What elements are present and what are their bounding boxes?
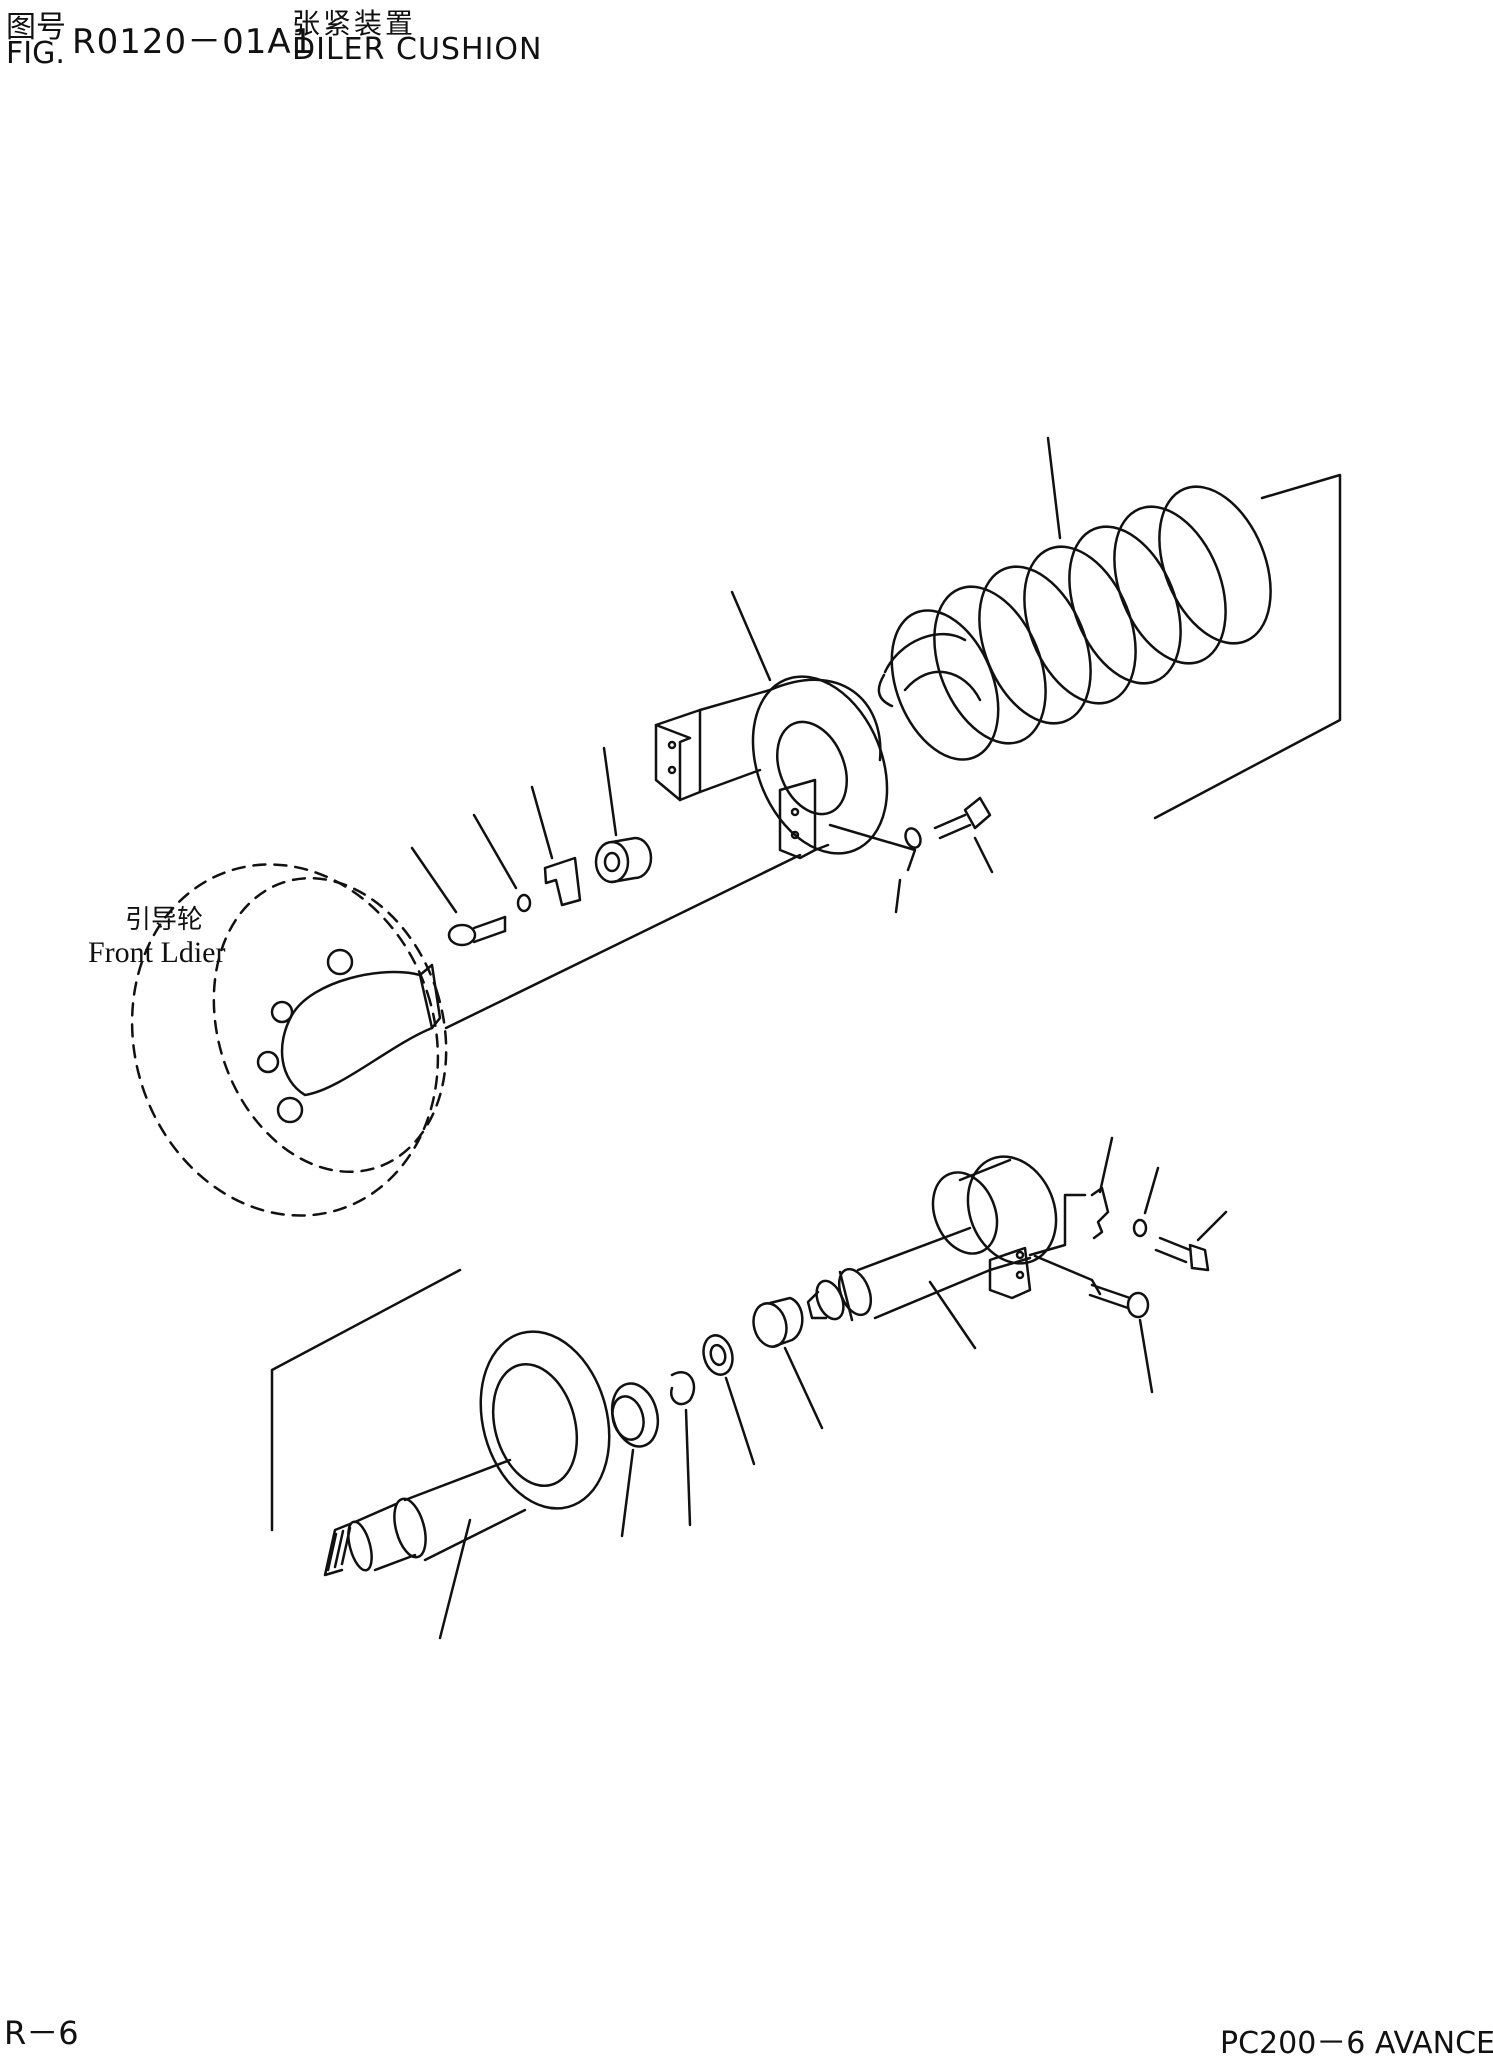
cylinder-shaft xyxy=(806,1226,992,1322)
bolt-yoke xyxy=(933,796,992,840)
clip-plate xyxy=(1090,1186,1110,1240)
idler-yoke-head xyxy=(931,1155,1058,1300)
lock-plate xyxy=(543,856,582,907)
front-idler-hub xyxy=(256,948,442,1124)
bushing xyxy=(610,1382,660,1448)
bolt-right xyxy=(1154,1236,1210,1272)
washer-small xyxy=(516,893,532,913)
figure-label-cn: 图号 xyxy=(6,10,66,45)
idler-axle xyxy=(323,1330,611,1577)
front-idler-label-cn: 引导轮 xyxy=(125,905,203,935)
seal-ring xyxy=(702,1334,734,1376)
snap-ring xyxy=(669,1371,696,1406)
axle-thread xyxy=(323,1522,352,1577)
front-idler-wheel xyxy=(130,863,448,1217)
yoke-bracket xyxy=(654,675,889,860)
bolt-small xyxy=(447,915,507,947)
title-cn: 张紧装置 xyxy=(292,7,417,40)
washer-right xyxy=(1132,1218,1148,1238)
figure-label-en: FIG. xyxy=(6,36,65,71)
model-name: PC200－6 AVANCE xyxy=(1220,2026,1493,2061)
page-number: R－6 xyxy=(4,2014,79,2052)
nut-spacer xyxy=(594,836,653,884)
grease-fitting xyxy=(1088,1283,1150,1319)
collar xyxy=(752,1296,804,1348)
front-idler-label-en: Front Ldier xyxy=(88,936,225,969)
title-en: DILER CUSHION xyxy=(292,32,543,67)
recoil-spring xyxy=(877,485,1272,761)
figure-number: R0120－01A1 xyxy=(72,22,315,62)
